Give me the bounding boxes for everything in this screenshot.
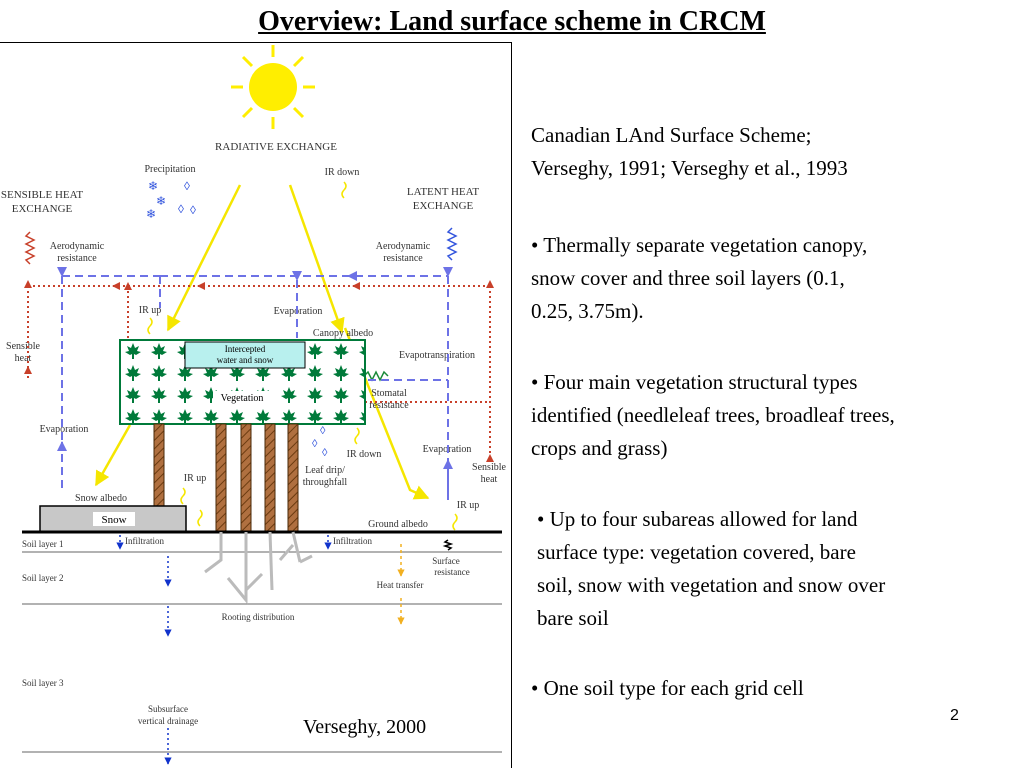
label-intercepted-1: Intercepted bbox=[225, 344, 266, 354]
bullet-3-line-2: surface type: vegetation covered, bare bbox=[537, 540, 856, 564]
label-ir-up-canopy: IR up bbox=[139, 305, 162, 316]
sun-icon bbox=[231, 45, 315, 129]
label-ir-up-right: IR up bbox=[457, 500, 480, 511]
label-subsurface-2: vertical drainage bbox=[138, 716, 198, 726]
label-snow: Snow bbox=[101, 514, 126, 526]
sensible-heat-paths bbox=[27, 285, 491, 460]
label-sensible-heat-left-2: heat bbox=[15, 353, 32, 364]
svg-text:❄: ❄ bbox=[156, 194, 166, 208]
label-leaf-drip-1: Leaf drip/ bbox=[305, 465, 345, 476]
radiation-arrows bbox=[94, 184, 430, 500]
label-precipitation: Precipitation bbox=[144, 164, 195, 175]
svg-text:❄: ❄ bbox=[148, 179, 158, 193]
svg-text:◊: ◊ bbox=[178, 202, 184, 216]
precipitation-icon: ❄ ❄ ❄ ◊ ◊ ◊ bbox=[146, 179, 196, 221]
label-surface-res-2: resistance bbox=[434, 567, 469, 577]
latent-heat-paths bbox=[57, 267, 453, 500]
leaf-drip-drops-icon: ◊ ◊ ◊ bbox=[312, 425, 328, 459]
bullet-2-line-2: identified (needleleaf trees, broadleaf … bbox=[531, 403, 895, 427]
roots bbox=[204, 531, 313, 605]
drainage-arrows bbox=[116, 535, 332, 765]
label-radiative-exchange: RADIATIVE EXCHANGE bbox=[215, 141, 337, 153]
bullet-1-line-1: • Thermally separate vegetation canopy, bbox=[531, 233, 868, 257]
label-soil-layer-1: Soil layer 1 bbox=[22, 539, 64, 549]
label-ground-albedo: Ground albedo bbox=[368, 519, 428, 530]
svg-text:◊: ◊ bbox=[322, 447, 328, 459]
bullet-1-line-2: snow cover and three soil layers (0.1, bbox=[531, 266, 845, 290]
bullet-2-line-3: crops and grass) bbox=[531, 436, 668, 460]
resistance-symbols bbox=[24, 227, 458, 551]
soil-layer-lines bbox=[22, 551, 502, 753]
bullet-1: • Thermally separate vegetation canopy, … bbox=[531, 229, 867, 328]
svg-text:◊: ◊ bbox=[190, 203, 196, 217]
label-ir-up-mid: IR up bbox=[184, 473, 207, 484]
label-soil-layer-3: Soil layer 3 bbox=[22, 678, 64, 688]
vegetation-canopy: Intercepted water and snow Vegetation bbox=[119, 339, 366, 425]
label-ir-down-top: IR down bbox=[325, 167, 360, 178]
label-evaporation-left: Evaporation bbox=[40, 424, 89, 435]
label-stomatal-2: resistance bbox=[369, 400, 409, 411]
label-sensible-heat-exchange-2: EXCHANGE bbox=[12, 203, 73, 215]
page-number: 2 bbox=[950, 707, 959, 724]
label-stomatal-1: Stomatal bbox=[371, 388, 407, 399]
bullet-2: • Four main vegetation structural types … bbox=[531, 366, 895, 465]
label-sensible-heat-right-2: heat bbox=[481, 474, 498, 485]
label-canopy-albedo: Canopy albedo bbox=[313, 328, 373, 339]
bullet-3-line-3: soil, snow with vegetation and snow over bbox=[537, 573, 886, 597]
label-leaf-drip-2: throughfall bbox=[303, 477, 348, 488]
label-intercepted-2: water and snow bbox=[217, 355, 274, 365]
reference-line-2: Verseghy, 1991; Verseghy et al., 1993 bbox=[531, 156, 848, 180]
label-rooting: Rooting distribution bbox=[222, 612, 295, 622]
land-surface-diagram: RADIATIVE EXCHANGE Precipitation IR down… bbox=[1, 45, 507, 765]
label-sensible-heat-left-1: Sensible bbox=[6, 341, 40, 352]
label-aero-res-left-1: Aerodynamic bbox=[50, 241, 105, 252]
label-infiltration-left: Infiltration bbox=[125, 536, 164, 546]
bullet-3-line-1: • Up to four subareas allowed for land bbox=[537, 507, 858, 531]
bullet-2-line-1: • Four main vegetation structural types bbox=[531, 370, 858, 394]
label-subsurface-1: Subsurface bbox=[148, 704, 188, 714]
reference-block: Canadian LAnd Surface Scheme; Verseghy, … bbox=[531, 119, 848, 185]
bullet-4-line-1: • One soil type for each grid cell bbox=[531, 676, 804, 700]
snow-pack: Snow bbox=[39, 505, 187, 533]
label-aero-res-left-2: resistance bbox=[57, 253, 97, 264]
title-rule bbox=[0, 42, 512, 43]
label-sensible-heat-exchange-1: SENSIBLE HEAT bbox=[1, 189, 83, 201]
label-aero-res-right-2: resistance bbox=[383, 253, 423, 264]
svg-text:◊: ◊ bbox=[312, 438, 318, 450]
panel-divider bbox=[511, 42, 512, 768]
label-ir-down-mid: IR down bbox=[347, 449, 382, 460]
label-surface-res-1: Surface bbox=[432, 556, 459, 566]
bullet-1-line-3: 0.25, 3.75m). bbox=[531, 299, 644, 323]
label-evapotranspiration: Evapotranspiration bbox=[399, 350, 475, 361]
svg-text:◊: ◊ bbox=[320, 425, 326, 437]
label-soil-layer-2: Soil layer 2 bbox=[22, 573, 64, 583]
label-aero-res-right-1: Aerodynamic bbox=[376, 241, 431, 252]
label-infiltration-right: Infiltration bbox=[333, 536, 372, 546]
bullet-4: • One soil type for each grid cell bbox=[531, 672, 804, 705]
ir-wavy-lines bbox=[147, 181, 458, 531]
label-latent-heat-exchange-1: LATENT HEAT bbox=[407, 186, 479, 198]
label-sensible-heat-right-1: Sensible bbox=[472, 462, 506, 473]
bullet-3: • Up to four subareas allowed for land s… bbox=[537, 503, 885, 635]
slide-title: Overview: Land surface scheme in CRCM bbox=[258, 6, 766, 37]
svg-text:❄: ❄ bbox=[146, 207, 156, 221]
svg-text:◊: ◊ bbox=[184, 179, 190, 193]
reference-line-1: Canadian LAnd Surface Scheme; bbox=[531, 123, 812, 147]
figure-credit: Verseghy, 2000 bbox=[303, 716, 427, 738]
label-heat-transfer: Heat transfer bbox=[377, 580, 424, 590]
bullet-3-line-4: bare soil bbox=[537, 606, 609, 630]
label-latent-heat-exchange-2: EXCHANGE bbox=[413, 200, 474, 212]
sensible-heat-arrowheads bbox=[24, 280, 494, 462]
label-vegetation: Vegetation bbox=[221, 393, 264, 404]
label-snow-albedo: Snow albedo bbox=[75, 493, 127, 504]
